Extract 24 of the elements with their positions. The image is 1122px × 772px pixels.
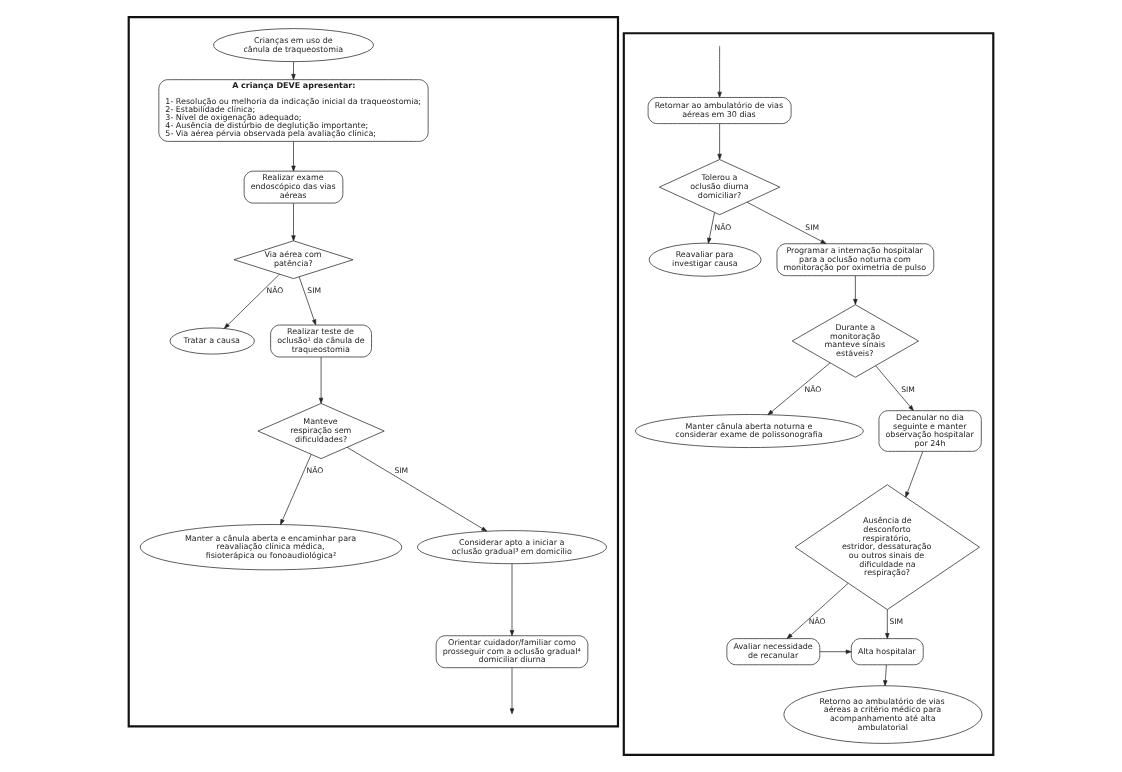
- arrow: [767, 362, 831, 416]
- arrow: [717, 45, 722, 98]
- arrow: [786, 583, 849, 639]
- cluster: [622, 32, 995, 756]
- arrow: [853, 275, 858, 305]
- arrow: [885, 609, 890, 639]
- arrow: [905, 451, 924, 498]
- arrow: [875, 365, 914, 411]
- arrow: [224, 273, 280, 329]
- arrow: [280, 454, 312, 525]
- arrow: [509, 667, 515, 715]
- arrow: [291, 61, 296, 80]
- arrow: [291, 141, 296, 172]
- arrow: [707, 212, 715, 244]
- arrow: [717, 123, 722, 160]
- arrow: [346, 446, 488, 532]
- arrow: [819, 649, 852, 654]
- arrow: [298, 276, 317, 326]
- arrow: [883, 664, 888, 687]
- arrow: [509, 563, 515, 636]
- arrow: [318, 356, 324, 404]
- cluster: [127, 16, 620, 728]
- arrow: [291, 202, 296, 242]
- arrow: [746, 201, 827, 244]
